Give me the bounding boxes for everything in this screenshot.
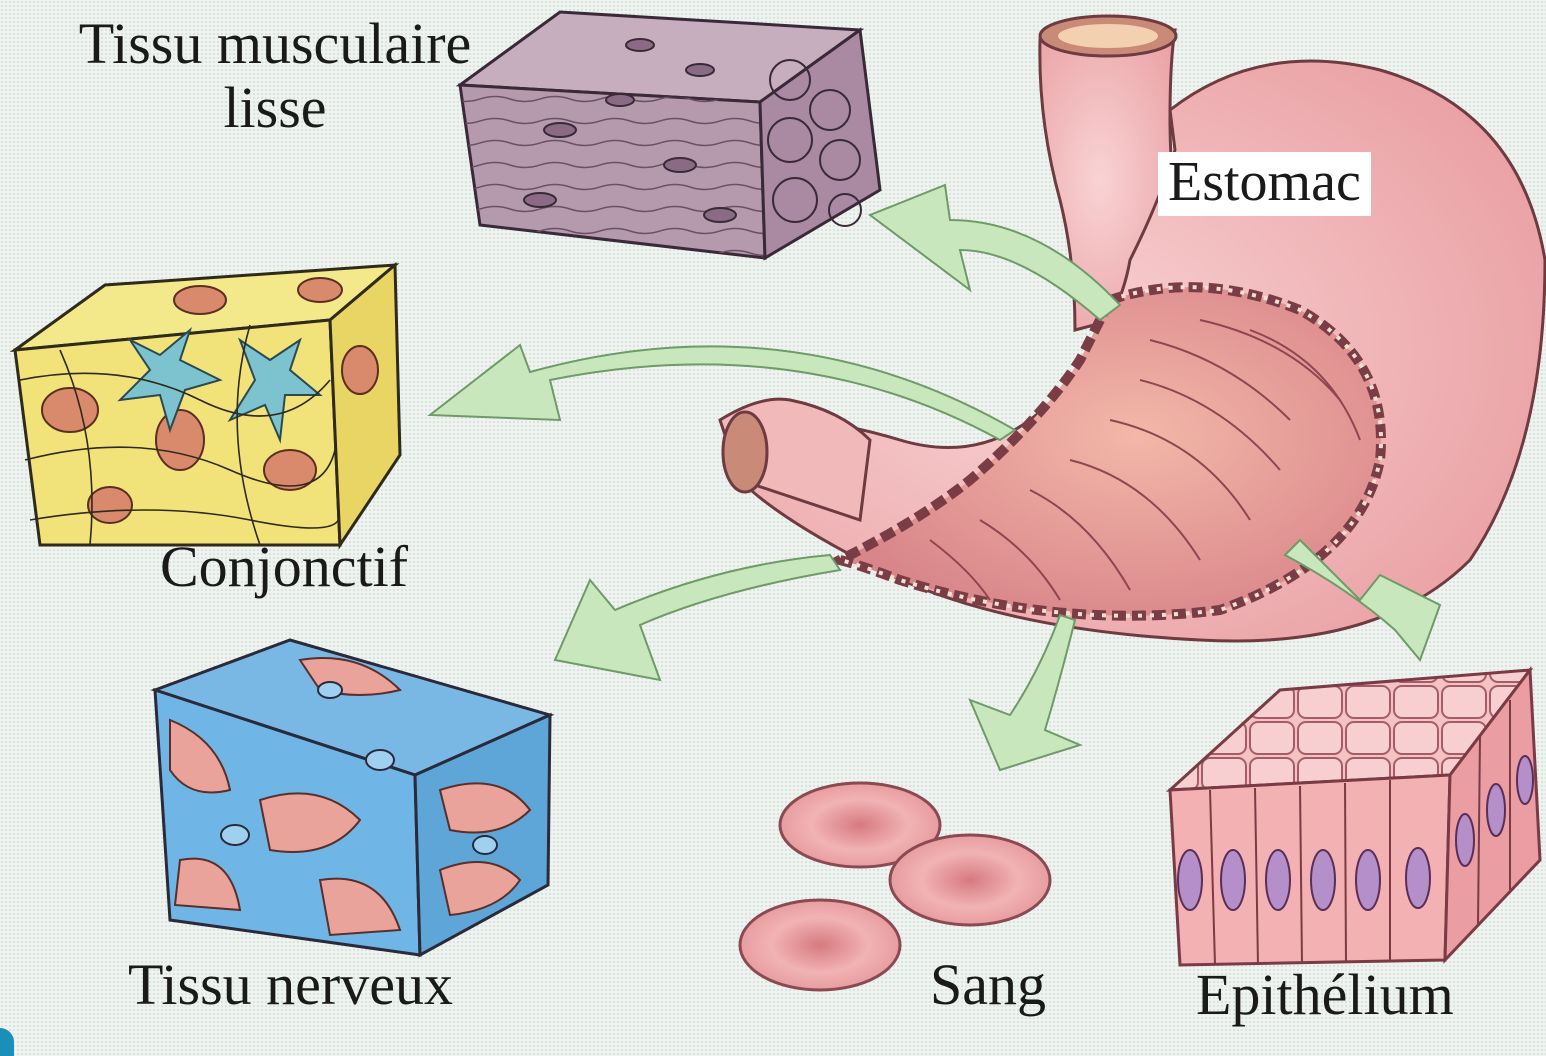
label-connective: Conjonctif: [160, 538, 408, 596]
label-smooth-muscle: Tissu musculaire lisse: [30, 12, 520, 140]
label-smooth-muscle-line1: Tissu musculaire: [30, 12, 520, 76]
connective-tissue-block: [15, 265, 400, 545]
muscle-tissue-block: [460, 12, 880, 258]
label-stomach: Estomac: [1158, 152, 1371, 216]
label-blood: Sang: [930, 956, 1046, 1014]
nerve-tissue-block: [155, 640, 550, 955]
label-smooth-muscle-line2: lisse: [30, 76, 520, 140]
arrow-to-blood: [970, 615, 1080, 770]
epithelium-block: [1170, 670, 1540, 965]
label-epithelium: Epithélium: [1196, 966, 1454, 1024]
arrow-to-nerve: [555, 555, 840, 680]
label-nerve-tissue: Tissu nerveux: [128, 956, 453, 1014]
